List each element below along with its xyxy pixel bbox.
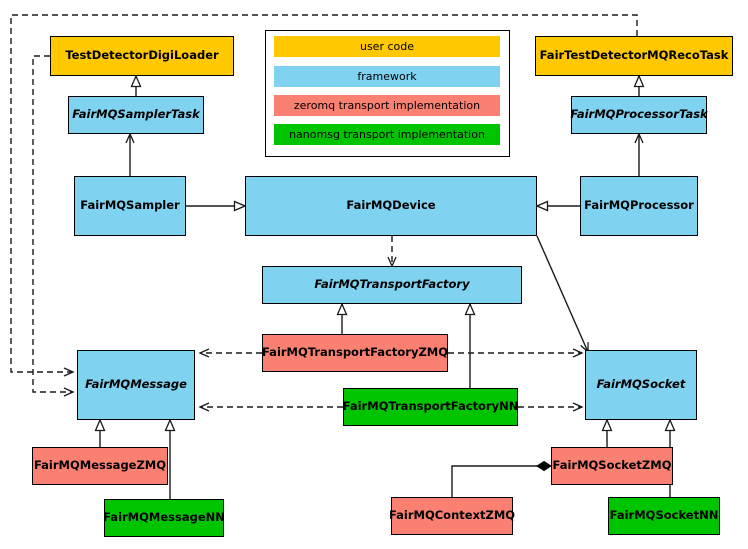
class-label: FairTestDetectorMQRecoTask	[539, 48, 729, 63]
class-node-fairmqmessagezmq[interactable]: FairMQMessageZMQ	[32, 447, 168, 485]
class-node-fairmqtransportfactorynn[interactable]: FairMQTransportFactoryNN	[343, 388, 518, 426]
class-label: FairMQDevice	[346, 198, 436, 213]
class-node-fairmqprocessortask[interactable]: FairMQProcessorTask	[570, 96, 708, 134]
class-label: FairMQMessageNN	[103, 510, 225, 525]
class-label: FairMQSamplerTask	[72, 107, 200, 122]
class-node-fairmqtransportfactoryzmq[interactable]: FairMQTransportFactoryZMQ	[262, 334, 448, 372]
class-label: FairMQSocket	[596, 377, 686, 392]
class-node-fairmqsocketzmq[interactable]: FairMQSocketZMQ	[551, 447, 673, 485]
class-label: FairMQTransportFactoryZMQ	[262, 345, 449, 360]
legend-item-user-code: user code	[274, 36, 500, 57]
legend-label-nanomsg: nanomsg transport implementation	[289, 128, 485, 141]
class-label: FairMQTransportFactoryNN	[342, 399, 519, 414]
legend-item-nanomsg: nanomsg transport implementation	[274, 124, 500, 145]
class-node-fairmqcontextzmq[interactable]: FairMQContextZMQ	[388, 497, 516, 535]
legend-item-framework: framework	[274, 66, 500, 87]
class-label: TestDetectorDigiLoader	[65, 48, 219, 63]
legend-label-framework: framework	[357, 70, 417, 83]
class-node-fairmqdevice[interactable]: FairMQDevice	[245, 176, 537, 236]
class-node-testdetectordigiloader[interactable]: TestDetectorDigiLoader	[50, 36, 234, 76]
class-node-fairmqsamplertask[interactable]: FairMQSamplerTask	[68, 96, 204, 134]
class-node-fairmqprocessor[interactable]: FairMQProcessor	[580, 176, 698, 236]
legend-label-zeromq: zeromq transport implementation	[293, 99, 481, 112]
legend-item-zeromq: zeromq transport implementation	[274, 95, 500, 116]
class-node-fairmqsocketnn[interactable]: FairMQSocketNN	[608, 497, 720, 535]
class-label: FairMQSocketNN	[609, 508, 719, 523]
class-label: FairMQMessage	[85, 377, 187, 392]
class-node-fairmqsocket[interactable]: FairMQSocket	[585, 350, 697, 420]
class-node-fairmqtransportfactory[interactable]: FairMQTransportFactory	[262, 266, 522, 304]
class-label: FairMQProcessor	[584, 198, 694, 213]
class-node-fairmqsampler[interactable]: FairMQSampler	[74, 176, 186, 236]
legend-label-user-code: user code	[359, 40, 415, 53]
class-node-fairtestdetectormqrecotask[interactable]: FairTestDetectorMQRecoTask	[535, 36, 733, 76]
class-node-fairmqmessagenn[interactable]: FairMQMessageNN	[103, 499, 225, 537]
class-label: FairMQContextZMQ	[388, 508, 516, 523]
class-node-fairmqmessage[interactable]: FairMQMessage	[77, 350, 195, 420]
class-label: FairMQTransportFactory	[314, 277, 470, 292]
class-label: FairMQMessageZMQ	[33, 458, 167, 473]
class-label: FairMQSampler	[80, 198, 180, 213]
class-label: FairMQProcessorTask	[570, 107, 708, 122]
class-label: FairMQSocketZMQ	[552, 458, 672, 473]
